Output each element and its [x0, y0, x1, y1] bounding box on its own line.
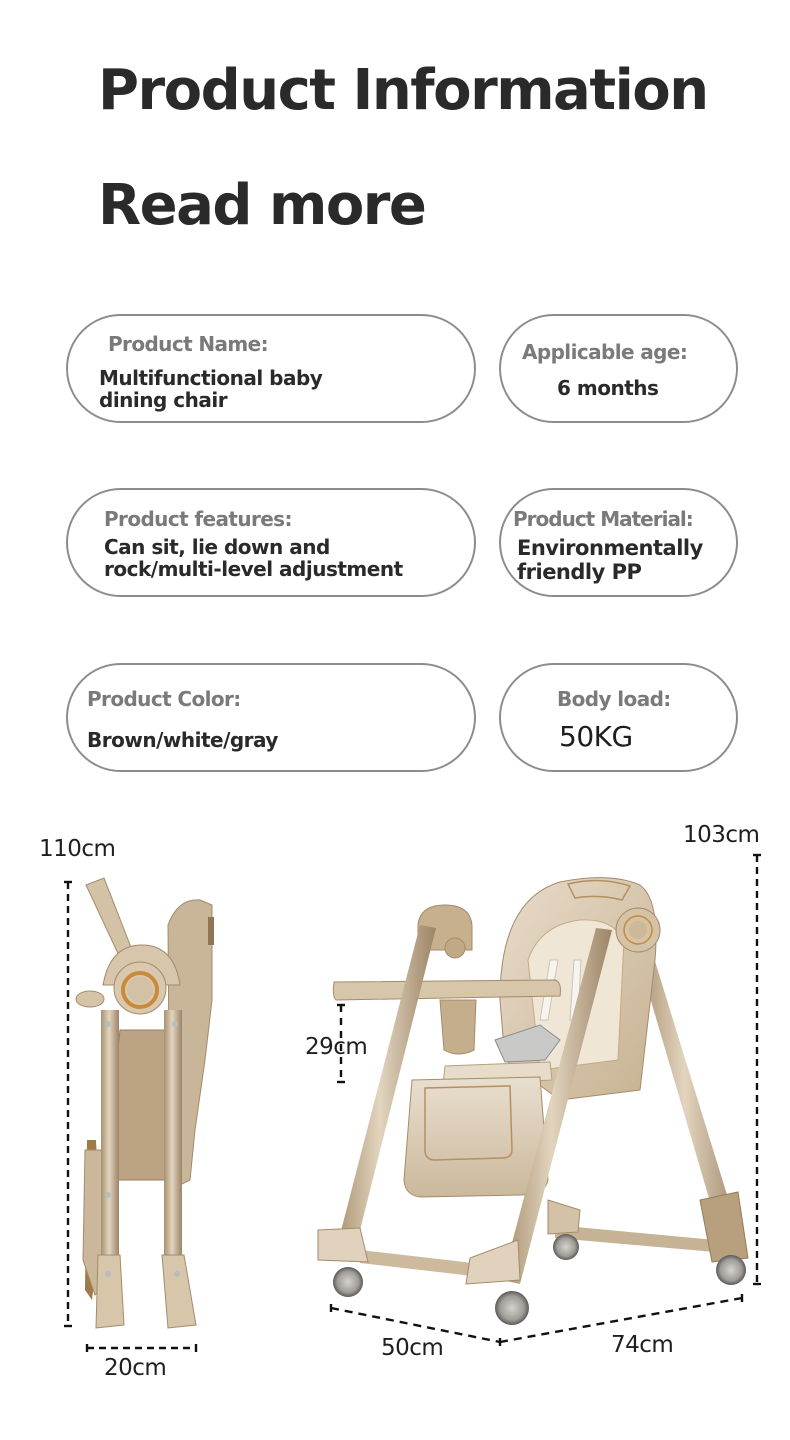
- spec-label: Body load:: [557, 687, 671, 711]
- spec-value: Environmentally friendly PP: [517, 536, 703, 584]
- unfolded-height-dimension-line: [753, 853, 761, 1286]
- spec-value: Multifunctional baby dining chair: [99, 366, 323, 412]
- depth-label: 74cm: [611, 1332, 674, 1358]
- spec-label: Product Name:: [108, 332, 269, 356]
- width-label: 50cm: [381, 1335, 444, 1361]
- unfolded-chair-image: [317, 877, 749, 1325]
- spec-label: Product features:: [104, 507, 292, 531]
- spec-card-product-features: Product features: Can sit, lie down and …: [66, 488, 476, 597]
- spec-card-product-color: Product Color: Brown/white/gray: [66, 663, 476, 772]
- read-more-link[interactable]: Read more: [98, 173, 427, 238]
- spec-value: Brown/white/gray: [87, 728, 278, 752]
- folded-width-label: 20cm: [104, 1355, 167, 1381]
- spec-value: Can sit, lie down and rock/multi-level a…: [104, 535, 403, 581]
- spec-label: Product Color:: [87, 687, 241, 711]
- depth-dimension-line: [499, 1294, 744, 1344]
- folded-width-dimension-line: [85, 1344, 198, 1352]
- spec-card-applicable-age: Applicable age: 6 months: [499, 314, 738, 423]
- folded-chair-image: [75, 877, 214, 1329]
- folded-height-label: 110cm: [39, 836, 116, 862]
- spec-label: Product Material:: [513, 507, 694, 531]
- spec-value: 6 months: [557, 376, 659, 400]
- spec-card-product-name: Product Name: Multifunctional baby dinin…: [66, 314, 476, 423]
- folded-height-dimension-line: [64, 880, 72, 1328]
- wheel: [333, 1234, 746, 1325]
- spec-card-product-material: Product Material: Environmentally friend…: [499, 488, 738, 597]
- tray-height-label: 29cm: [305, 1034, 368, 1060]
- page-title: Product Information: [98, 58, 709, 123]
- spec-card-body-load: Body load: 50KG: [499, 663, 738, 772]
- tray-height-dimension-line: [337, 1003, 345, 1084]
- unfolded-height-label: 103cm: [683, 822, 760, 848]
- spec-value: 50KG: [559, 720, 633, 753]
- spec-label: Applicable age:: [522, 340, 688, 364]
